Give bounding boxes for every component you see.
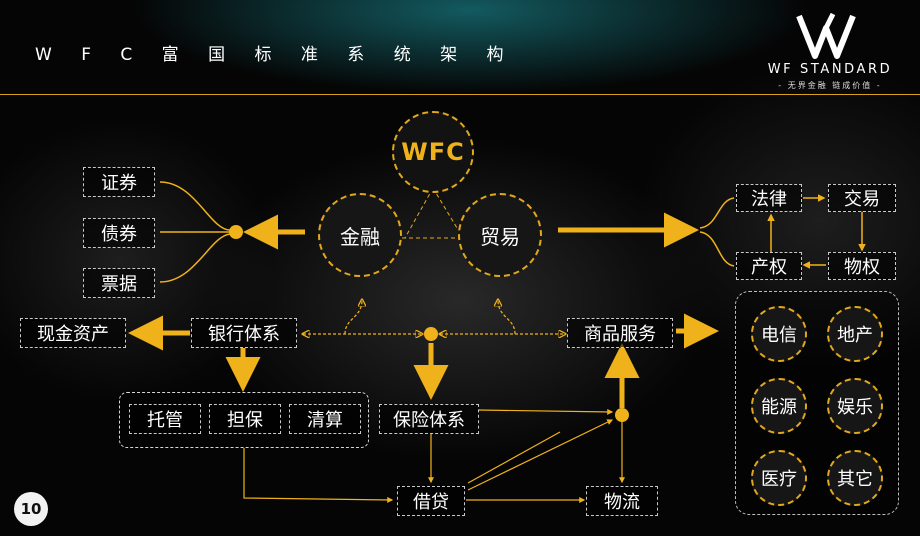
logistics-hub-dot	[615, 408, 629, 422]
industry-medical-label: 医疗	[761, 469, 797, 490]
custody-box: 托管	[129, 404, 201, 434]
securities-box: 证券	[83, 167, 155, 197]
finance-circle: 金融	[318, 193, 402, 277]
industry-telecom-label: 电信	[761, 325, 797, 346]
brand-logo: WF STANDARD - 无界金融 链成价值 -	[760, 10, 900, 92]
wfc-core-label: WFC	[401, 138, 465, 166]
bonds-box: 债券	[83, 218, 155, 248]
header-divider	[0, 94, 920, 95]
legal-cycle-arrows	[767, 194, 866, 269]
industry-energy: 能源	[751, 378, 807, 434]
industry-other-label: 其它	[837, 469, 873, 490]
industry-medical: 医疗	[751, 450, 807, 506]
industry-telecom: 电信	[751, 306, 807, 362]
wfc-triangle	[402, 187, 464, 239]
legal-curves	[699, 197, 735, 267]
trade-label: 贸易	[480, 224, 520, 249]
property-right-box: 产权	[736, 252, 802, 280]
securities-hub-dot	[229, 225, 243, 239]
bank-system-box: 银行体系	[191, 318, 297, 348]
trade-circle: 贸易	[458, 193, 542, 277]
clearing-box: 清算	[289, 404, 361, 434]
cash-assets-box: 现金资产	[20, 318, 126, 348]
industry-entertainment-label: 娱乐	[837, 397, 873, 418]
loan-box: 借贷	[397, 486, 465, 516]
property-box: 物权	[828, 252, 896, 280]
page-number-badge: 10	[14, 492, 48, 526]
page-title: W F C 富 国 标 准 系 统 架 构	[35, 45, 516, 65]
industry-other: 其它	[827, 450, 883, 506]
brand-name: WF STANDARD	[767, 62, 893, 77]
center-hub-dot	[424, 327, 438, 341]
logistics-box: 物流	[586, 486, 658, 516]
industry-entertainment: 娱乐	[827, 378, 883, 434]
securities-connectors	[159, 181, 231, 283]
guarantee-box: 担保	[209, 404, 281, 434]
industry-energy-label: 能源	[761, 397, 797, 418]
insurance-system-box: 保险体系	[379, 404, 479, 434]
industry-real-estate: 地产	[827, 306, 883, 362]
commodity-service-box: 商品服务	[567, 318, 673, 348]
wf-logo-icon	[796, 12, 856, 59]
notes-box: 票据	[83, 268, 155, 298]
finance-label: 金融	[340, 224, 380, 249]
page-number: 10	[20, 500, 42, 518]
law-box: 法律	[736, 184, 802, 212]
lower-connectors	[243, 408, 625, 503]
industry-real-estate-label: 地产	[837, 325, 873, 346]
wfc-core-circle: WFC	[392, 111, 474, 193]
exchange-box: 交易	[828, 184, 896, 212]
center-hollow-arrows	[303, 300, 565, 334]
brand-tagline: - 无界金融 链成价值 -	[778, 81, 882, 90]
